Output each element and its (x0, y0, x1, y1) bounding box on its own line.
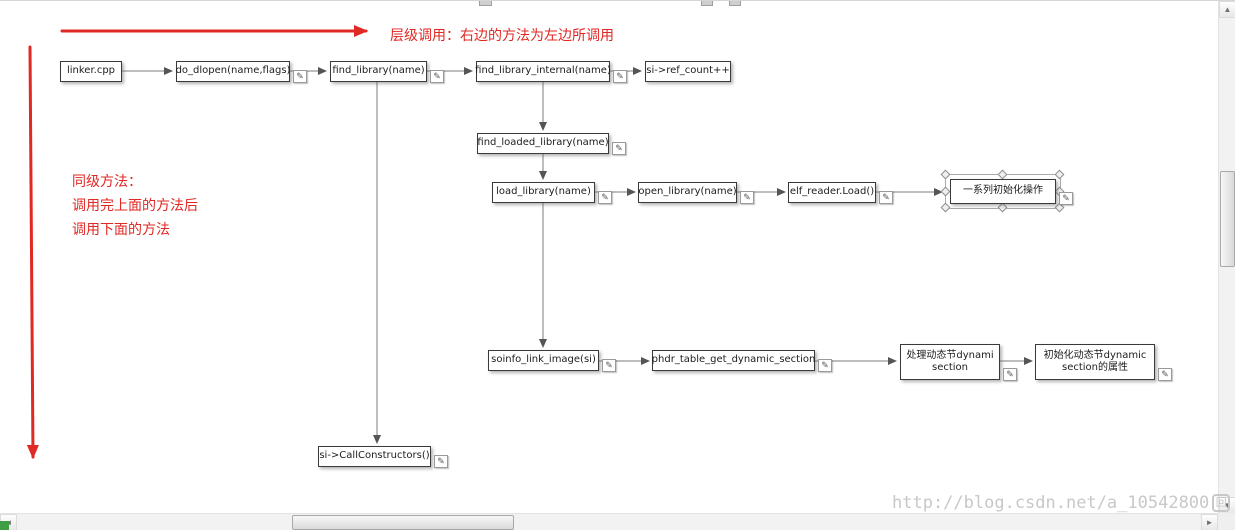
flow-node-load-library[interactable]: load_library(name) (492, 182, 595, 203)
annotation-arrow (26, 45, 39, 459)
flow-node-find-library-internal[interactable]: find_library_internal(name) (475, 61, 611, 82)
scroll-right-button[interactable]: ► (1201, 514, 1218, 530)
selection-outline (940, 169, 1065, 213)
clipped-shape-fragment (729, 1, 741, 6)
edit-note-icon[interactable]: ✎ (430, 70, 444, 83)
selection-handle[interactable] (940, 202, 951, 213)
edit-note-icon[interactable]: ✎ (434, 455, 448, 468)
flow-node-find-library[interactable]: find_library(name) (330, 61, 427, 82)
down-arrow-icon: ▼ (1223, 501, 1232, 510)
edit-note-icon[interactable]: ✎ (818, 359, 832, 372)
selection-handle[interactable] (997, 202, 1008, 213)
flow-node-phdr-table-get-dynamic-section[interactable]: phdr_table_get_dynamic_section (652, 350, 815, 371)
annotation-line: 同级方法： (72, 173, 142, 189)
annotation-line: 调用下面的方法 (72, 221, 170, 237)
edit-note-icon[interactable]: ✎ (740, 191, 754, 204)
edit-note-icon[interactable]: ✎ (613, 70, 627, 83)
edit-note-icon[interactable]: ✎ (293, 70, 307, 83)
selection-handle[interactable] (997, 169, 1008, 180)
selection-handle[interactable] (1054, 169, 1065, 180)
annotation-sibling-methods: 同级方法： 调用完上面的方法后 调用下面的方法 (72, 169, 198, 241)
clipped-shape-fragment (479, 1, 492, 6)
flow-node-soinfo-link-image[interactable]: soinfo_link_image(si) (488, 350, 599, 371)
scrollbar-corner (1218, 513, 1235, 530)
horizontal-scrollbar[interactable]: ◄ ► (0, 513, 1218, 530)
up-arrow-icon: ▲ (1223, 5, 1232, 14)
watermark: http://blog.csdn.net/a_10542800 回 (892, 493, 1231, 513)
flow-node-handle-dynamic-section[interactable]: 处理动态节dynami section (900, 344, 1000, 380)
vertical-scroll-thumb[interactable] (1220, 171, 1235, 267)
edit-note-icon[interactable]: ✎ (612, 142, 626, 155)
selection-handle[interactable] (940, 186, 951, 196)
edit-note-icon[interactable]: ✎ (1003, 368, 1017, 381)
flow-node-init-operations[interactable]: 一系列初始化操作 (950, 179, 1056, 204)
right-arrow-icon: ► (1205, 518, 1214, 527)
horizontal-scroll-thumb[interactable] (292, 515, 514, 530)
edit-note-icon[interactable]: ✎ (1158, 368, 1172, 381)
scroll-up-button[interactable]: ▲ (1219, 1, 1235, 18)
flow-node-elf-reader-load[interactable]: elf_reader.Load() (788, 182, 876, 203)
edit-note-icon[interactable]: ✎ (879, 191, 893, 204)
vertical-scrollbar[interactable]: ▲ ▼ (1218, 1, 1235, 514)
bottom-left-fragment (0, 521, 9, 530)
clipped-shape-fragment (701, 1, 713, 6)
annotation-hierarchy-call: 层级调用：右边的方法为左边所调用 (390, 27, 614, 43)
flow-node-do-dlopen[interactable]: do_dlopen(name,flags) (176, 61, 290, 82)
flow-node-init-dynamic-section-attrs[interactable]: 初始化动态节dynamic section的属性 (1035, 344, 1155, 380)
annotation-line: 调用完上面的方法后 (72, 197, 198, 213)
edit-note-icon[interactable]: ✎ (1059, 192, 1073, 205)
edit-note-icon[interactable]: ✎ (598, 191, 612, 204)
edit-note-icon[interactable]: ✎ (602, 359, 616, 372)
flow-node-open-library[interactable]: open_library(name) (638, 182, 737, 203)
watermark-text: http://blog.csdn.net/a_10542800 (892, 493, 1210, 513)
flow-node-linker-cpp[interactable]: linker.cpp (60, 61, 122, 82)
flow-node-si-ref-count[interactable]: si->ref_count++ (645, 61, 731, 82)
selection-handle[interactable] (940, 169, 951, 180)
flow-node-si-call-constructors[interactable]: si->CallConstructors() (318, 446, 431, 467)
watermark-badge-icon: 回 (1212, 494, 1231, 512)
flow-node-find-loaded-library[interactable]: find_loaded_library(name) (477, 133, 609, 154)
